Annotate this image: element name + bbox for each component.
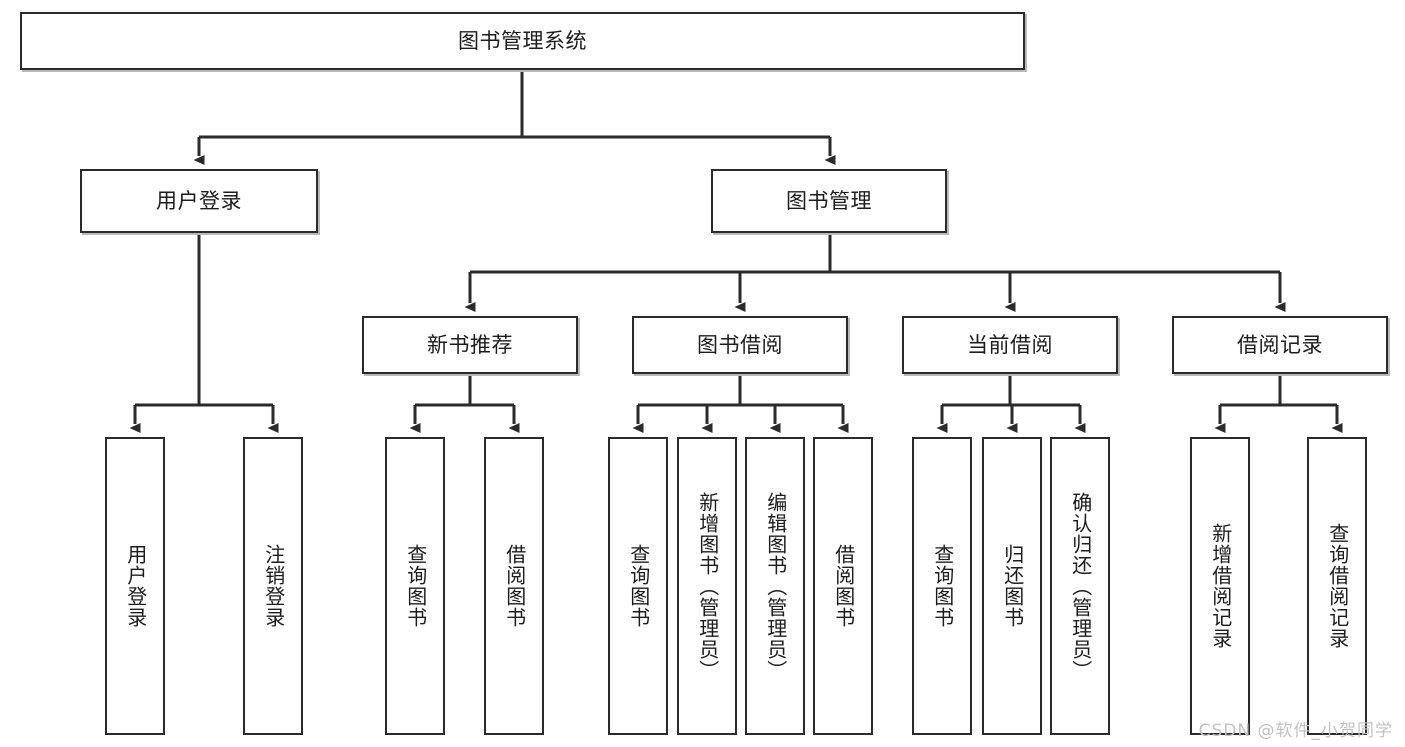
node-leaf-query-record[interactable]: 查询借阅记录 xyxy=(1307,437,1367,735)
node-new-book-rec-label: 新书推荐 xyxy=(427,332,513,357)
node-leaf-add-book-label: 新增图书（管理员） xyxy=(695,491,720,681)
node-leaf-logout-label: 注销登录 xyxy=(261,544,286,628)
node-leaf-query-book-3[interactable]: 查询图书 xyxy=(912,437,972,735)
node-leaf-add-record[interactable]: 新增借阅记录 xyxy=(1190,437,1250,735)
node-leaf-borrow-book-1-label: 借阅图书 xyxy=(502,544,527,628)
node-leaf-query-book-1-label: 查询图书 xyxy=(403,544,428,628)
node-leaf-borrow-book-1[interactable]: 借阅图书 xyxy=(484,437,544,735)
node-root[interactable]: 图书管理系统 xyxy=(20,12,1025,70)
node-leaf-confirm-return[interactable]: 确认归还（管理员） xyxy=(1050,437,1110,735)
node-leaf-logout[interactable]: 注销登录 xyxy=(243,437,303,735)
node-new-book-rec[interactable]: 新书推荐 xyxy=(362,316,578,374)
node-book-borrow-label: 图书借阅 xyxy=(697,332,783,357)
node-leaf-query-book-1[interactable]: 查询图书 xyxy=(385,437,445,735)
node-leaf-query-book-2-label: 查询图书 xyxy=(626,544,651,628)
node-borrow-record-label: 借阅记录 xyxy=(1237,332,1323,357)
node-book-manage-label: 图书管理 xyxy=(786,188,872,213)
node-leaf-return-book[interactable]: 归还图书 xyxy=(982,437,1042,735)
watermark: CSDN @软件_小贺同学 xyxy=(1198,721,1393,741)
node-leaf-confirm-return-label: 确认归还（管理员） xyxy=(1068,491,1093,681)
node-leaf-user-login[interactable]: 用户登录 xyxy=(105,437,165,735)
node-book-borrow[interactable]: 图书借阅 xyxy=(632,316,848,374)
node-user-login-label: 用户登录 xyxy=(156,188,242,213)
node-leaf-edit-book[interactable]: 编辑图书（管理员） xyxy=(745,437,805,735)
node-leaf-edit-book-label: 编辑图书（管理员） xyxy=(763,491,788,681)
node-leaf-add-book[interactable]: 新增图书（管理员） xyxy=(677,437,737,735)
node-leaf-query-book-2[interactable]: 查询图书 xyxy=(608,437,668,735)
node-leaf-add-record-label: 新增借阅记录 xyxy=(1208,523,1233,649)
node-user-login[interactable]: 用户登录 xyxy=(80,169,318,233)
node-current-borrow-label: 当前借阅 xyxy=(967,332,1053,357)
node-leaf-borrow-book-2[interactable]: 借阅图书 xyxy=(813,437,873,735)
node-root-label: 图书管理系统 xyxy=(458,28,587,53)
node-borrow-record[interactable]: 借阅记录 xyxy=(1172,316,1388,374)
node-leaf-query-book-3-label: 查询图书 xyxy=(930,544,955,628)
node-leaf-return-book-label: 归还图书 xyxy=(1000,544,1025,628)
node-leaf-user-login-label: 用户登录 xyxy=(123,544,148,628)
node-current-borrow[interactable]: 当前借阅 xyxy=(902,316,1118,374)
node-leaf-borrow-book-2-label: 借阅图书 xyxy=(831,544,856,628)
node-book-manage[interactable]: 图书管理 xyxy=(711,169,947,233)
node-leaf-query-record-label: 查询借阅记录 xyxy=(1325,523,1350,649)
